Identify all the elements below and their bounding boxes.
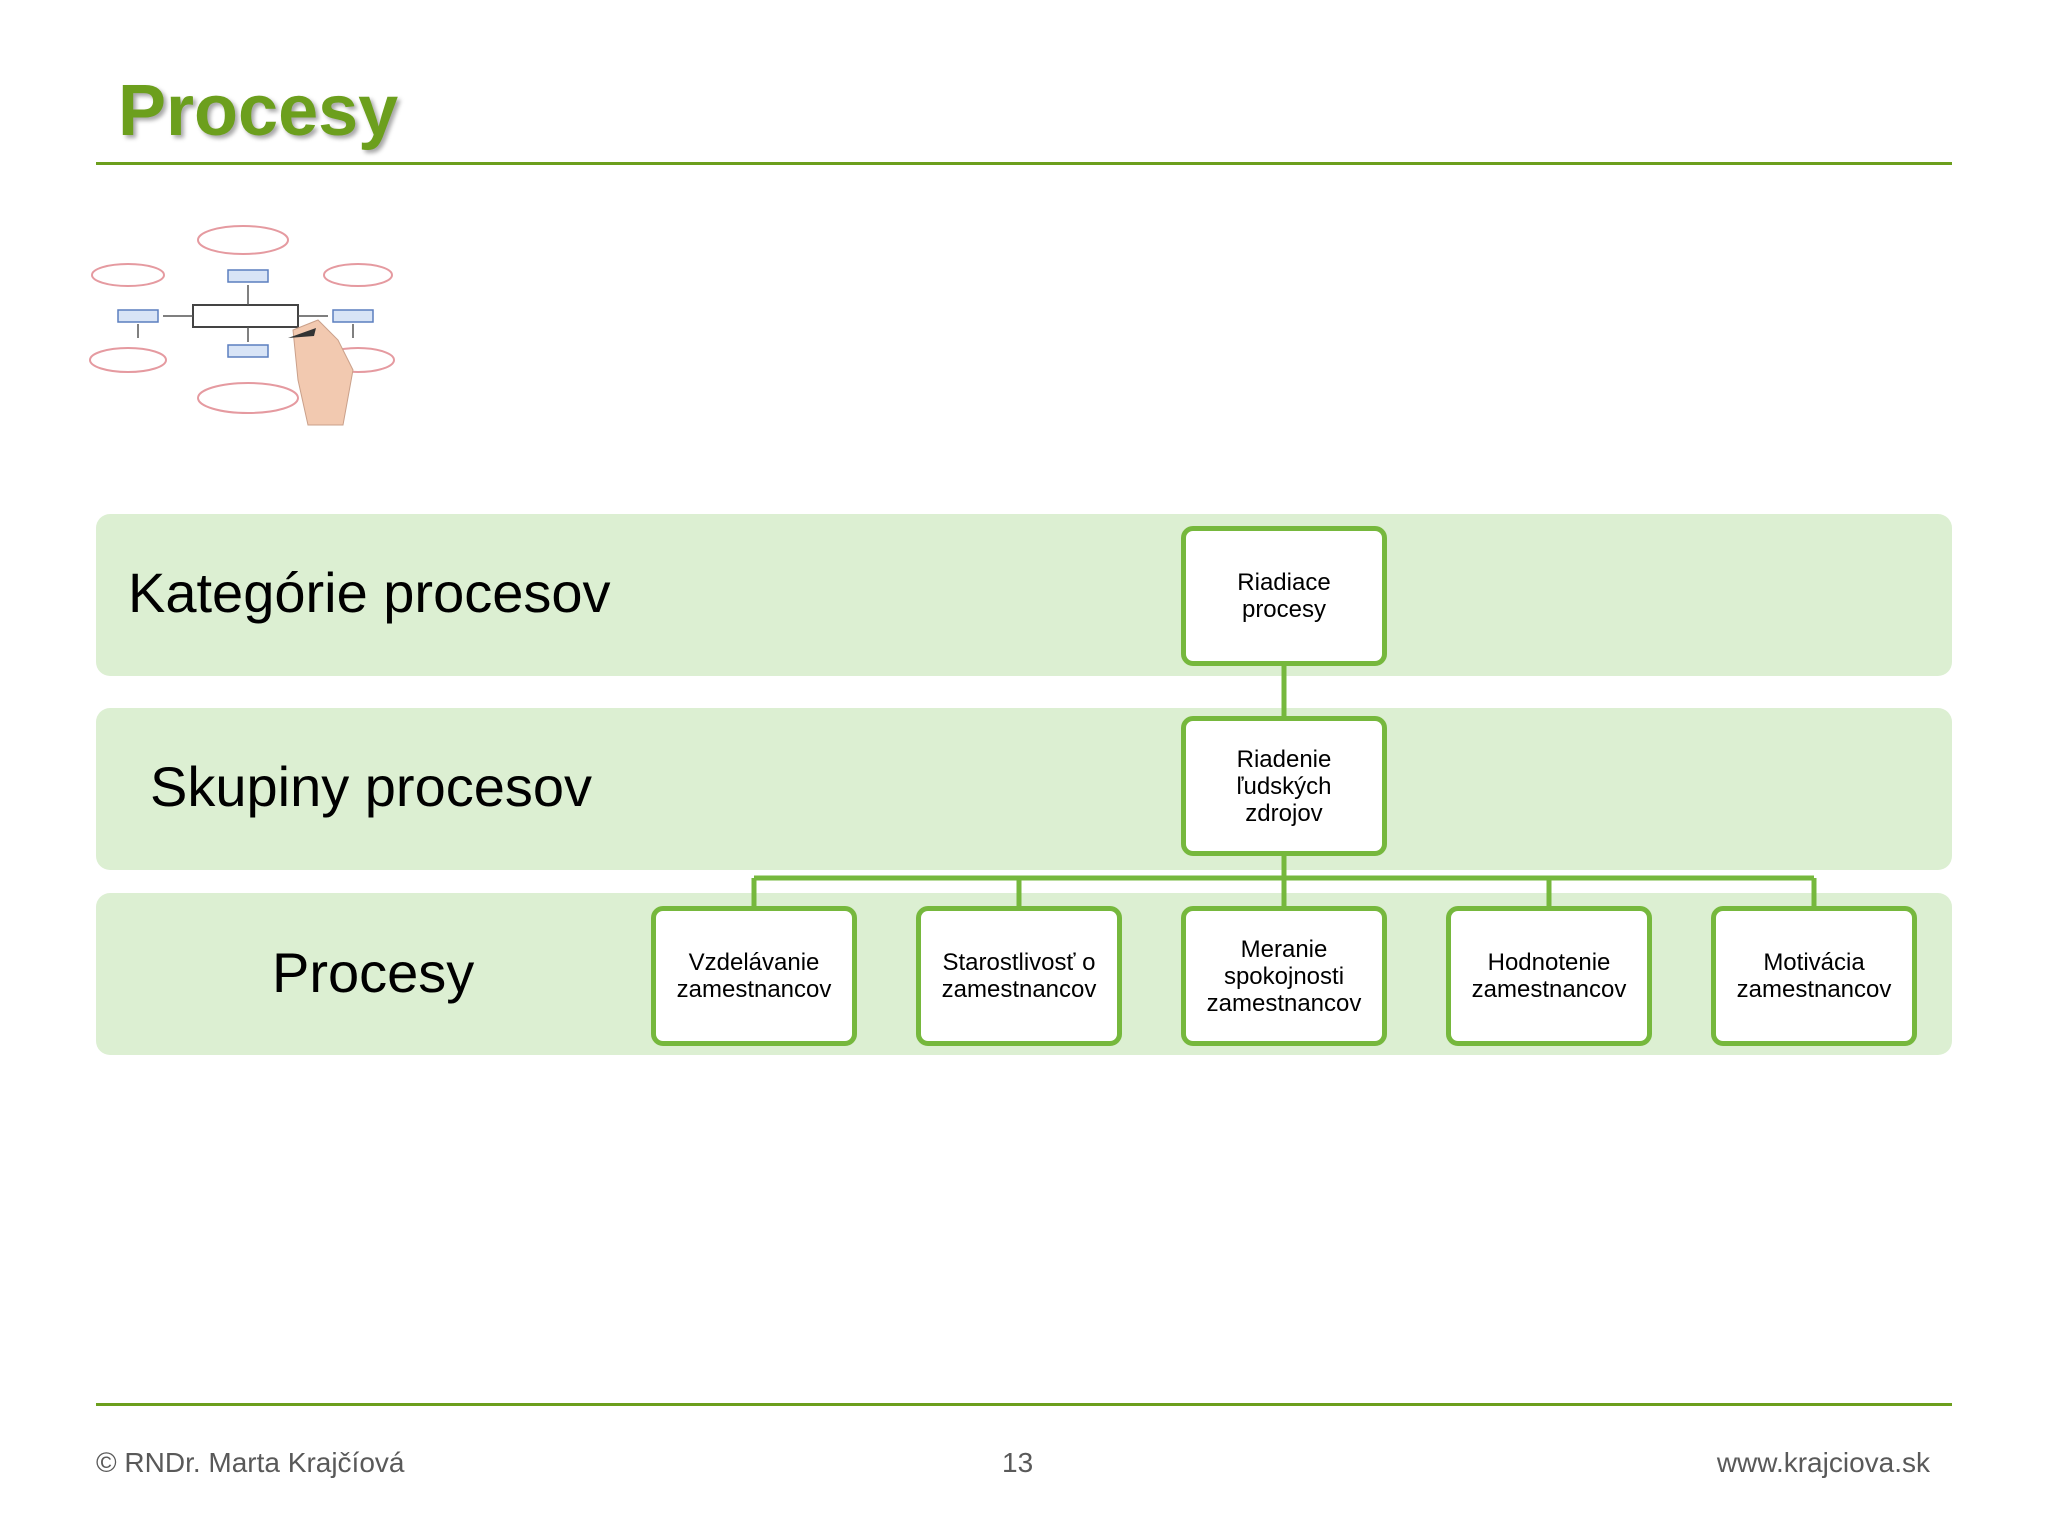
node-employee-motivation: Motivácia zamestnancov [1711,906,1917,1046]
footer-divider [96,1403,1952,1406]
group-band [96,708,1952,870]
process-band-label: Procesy [272,941,475,1004]
node-control-processes: Riadiace procesy [1181,526,1387,666]
category-band-label: Kategórie procesov [128,561,611,624]
node-employee-care: Starostlivosť o zamestnancov [916,906,1122,1046]
node-employee-evaluation: Hodnotenie zamestnancov [1446,906,1652,1046]
flowchart-illustration-icon [89,225,395,426]
footer-page-number: 13 [1002,1447,1034,1478]
node-hr-management: Riadenie ľudských zdrojov [1181,716,1387,856]
footer-author: © RNDr. Marta Krajčíová [96,1447,405,1478]
node-satisfaction-measurement: Meranie spokojnosti zamestnancov [1181,906,1387,1046]
slide-title: Procesy [118,71,399,151]
category-band [96,514,1952,676]
footer-website: www.krajciova.sk [1716,1447,1930,1478]
group-band-label: Skupiny procesov [150,755,593,818]
node-employee-training: Vzdelávanie zamestnancov [651,906,857,1046]
title-divider [96,162,1952,165]
